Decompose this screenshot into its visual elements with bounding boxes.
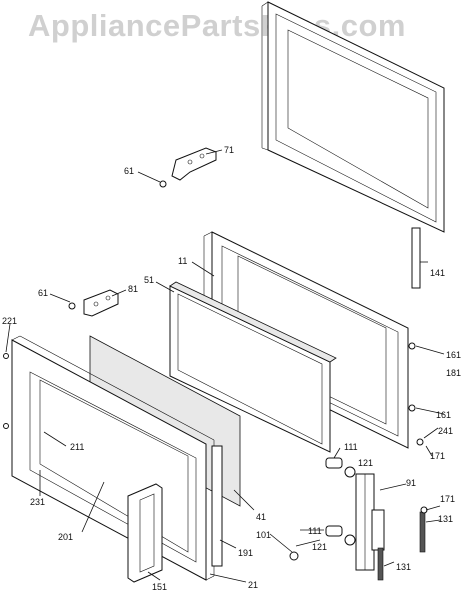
- callout-151: 151: [152, 582, 167, 592]
- callout-201: 201: [58, 532, 73, 542]
- callout-161-lower: 161: [436, 410, 451, 420]
- callout-61-left: 61: [38, 288, 48, 298]
- callout-111-upper: 111: [344, 442, 358, 452]
- callout-11: 11: [178, 256, 187, 266]
- callout-41: 41: [256, 512, 266, 522]
- callout-121-lower: 121: [312, 542, 327, 552]
- callout-51: 51: [144, 275, 154, 285]
- callout-171-lower: 171: [440, 494, 455, 504]
- callout-91: 91: [406, 478, 416, 488]
- callout-231: 231: [30, 497, 45, 507]
- callout-211: 211: [70, 442, 84, 452]
- callout-81: 81: [128, 284, 138, 294]
- callout-21: 21: [248, 580, 258, 590]
- part-111-121-pins: [289, 457, 356, 561]
- leader-lines: [5, 149, 445, 583]
- callout-101: 101: [256, 530, 271, 540]
- callout-141: 141: [430, 268, 445, 278]
- part-61-screw-left: [68, 302, 76, 310]
- part-161-181-241-screws: [3, 342, 428, 514]
- watermark: AppliancePartsPros.com: [28, 8, 406, 43]
- callout-131-upper: 131: [438, 514, 453, 524]
- callout-61-top: 61: [124, 166, 134, 176]
- callout-161-upper: 161: [446, 350, 461, 360]
- outer-door-panel: [261, 1, 445, 233]
- callout-111-lower: 111: [308, 526, 322, 536]
- part-71-bracket: [171, 147, 217, 181]
- part-141-strip: [411, 227, 421, 289]
- part-91-hinge-assembly: [355, 473, 385, 571]
- part-81-bracket: [83, 289, 119, 317]
- callout-181: 181: [446, 368, 461, 378]
- callout-labels: 71 61 11 51 61 81 221 141 161 181 161 24…: [2, 145, 461, 592]
- callout-71: 71: [224, 145, 234, 155]
- callout-171-upper: 171: [430, 451, 445, 461]
- part-151-handle: [127, 483, 163, 583]
- part-61-screw-top: [159, 180, 167, 188]
- callout-131-lower: 131: [396, 562, 411, 572]
- callout-191: 191: [238, 548, 253, 558]
- callout-121-upper: 121: [358, 458, 373, 468]
- callout-221: 221: [2, 316, 17, 326]
- callout-241: 241: [438, 426, 453, 436]
- part-51-gasket: [169, 281, 337, 453]
- part-191-strip: [211, 445, 223, 567]
